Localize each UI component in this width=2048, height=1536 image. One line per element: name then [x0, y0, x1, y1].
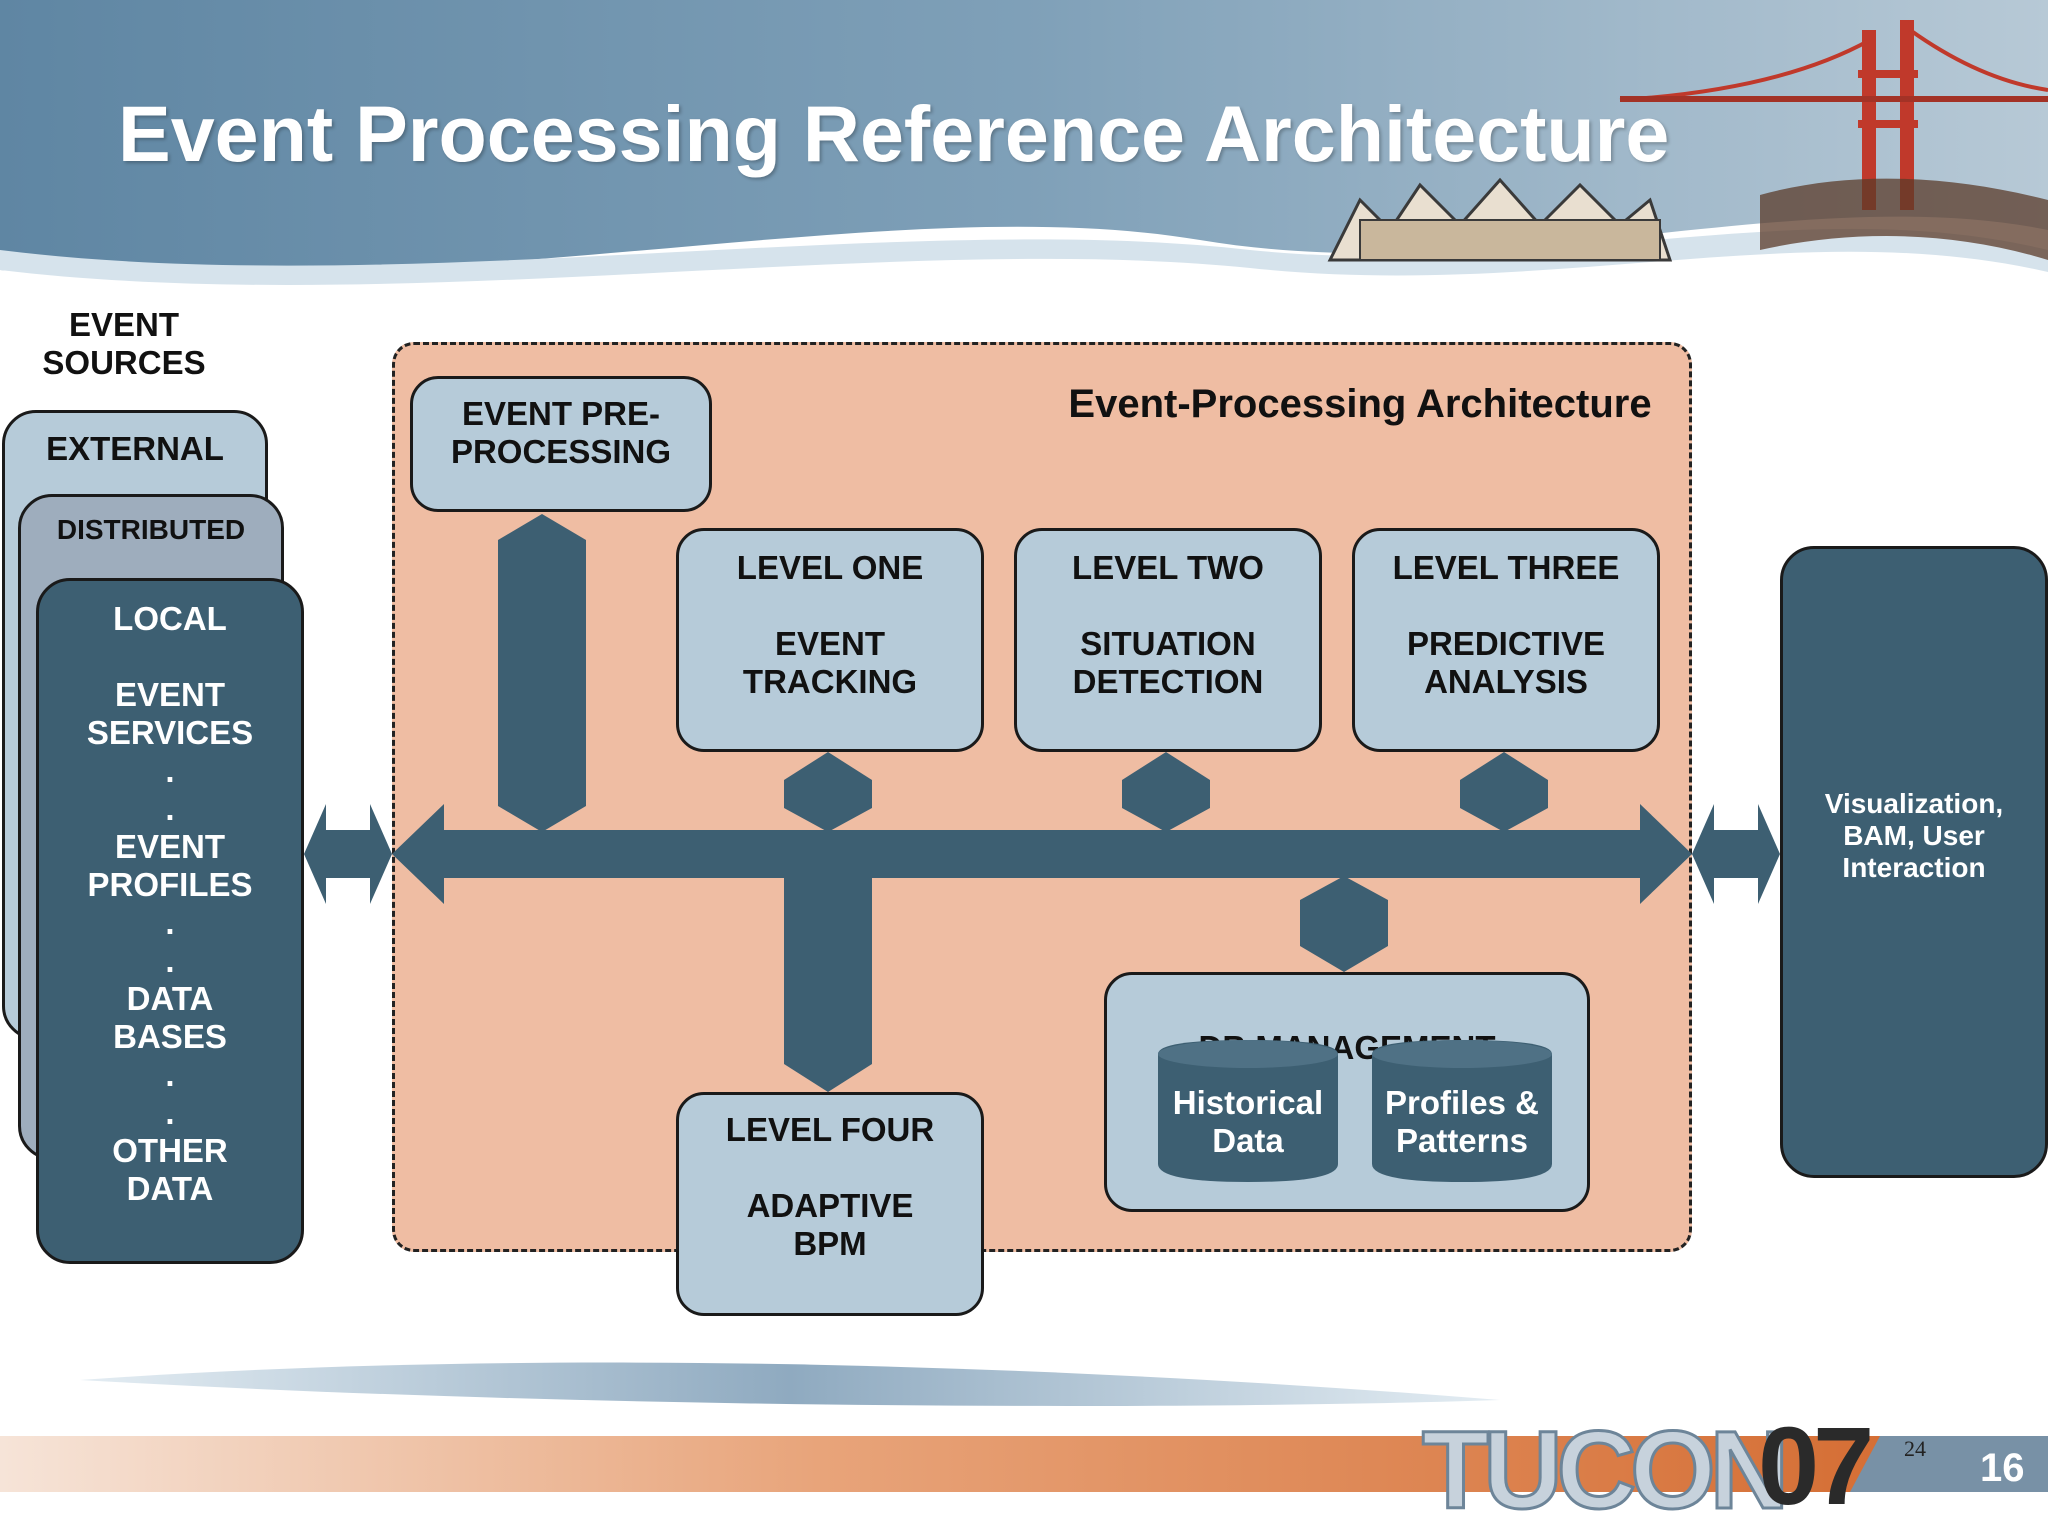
database-cylinders	[1158, 1040, 1552, 1182]
visualization-box	[1780, 546, 2048, 1178]
level-three-connector	[1460, 752, 1548, 832]
level-two-connector	[1122, 752, 1210, 832]
event-bus-arrow	[392, 804, 1692, 904]
architecture-title: Event-Processing Architecture	[1068, 382, 1652, 426]
level-four-connector	[784, 876, 872, 1092]
sources-link-arrow	[304, 804, 392, 904]
page-number: 16	[1980, 1446, 2025, 1490]
tucon-logo-year: 07	[1758, 1405, 1874, 1528]
local-sources-label: LOCAL EVENT SERVICES . . EVENT PROFILES …	[86, 600, 254, 1207]
slide-title: Event Processing Reference Architecture	[118, 89, 1670, 178]
external-label: EXTERNAL	[46, 430, 224, 467]
tucon-logo: TUCON	[1420, 1409, 1790, 1532]
profiles-patterns-cylinder-icon	[1372, 1040, 1552, 1182]
pre-processing-connector	[498, 514, 586, 832]
golden-gate-bridge-icon	[1619, 20, 2048, 210]
level-two-box: LEVEL TWO SITUATION DETECTION	[1014, 528, 1322, 752]
historical-data-cylinder-icon	[1158, 1040, 1338, 1182]
level-one-connector	[784, 752, 872, 832]
distributed-label: DISTRIBUTED	[56, 514, 246, 545]
event-pre-processing-box: EVENT PRE- PROCESSING	[410, 376, 712, 512]
db-management-connector	[1300, 876, 1388, 972]
local-sources-card	[36, 578, 304, 1264]
historical-data-label: Historical Data	[1172, 1084, 1324, 1159]
level-three-box: LEVEL THREE PREDICTIVE ANALYSIS	[1352, 528, 1660, 752]
visualization-label: Visualization, BAM, User Interaction	[1824, 788, 2004, 883]
header-banner	[0, 0, 2048, 285]
corner-number: 24	[1904, 1436, 1926, 1461]
victorian-houses-icon	[1327, 177, 1673, 262]
output-link-arrow	[1692, 804, 1780, 904]
level-one-box: LEVEL ONE EVENT TRACKING	[676, 528, 984, 752]
level-four-box: LEVEL FOUR ADAPTIVE BPM	[676, 1092, 984, 1316]
footer-band	[0, 1362, 2048, 1492]
event-sources-title: EVENT SOURCES	[42, 306, 206, 381]
profiles-patterns-label: Profiles & Patterns	[1384, 1084, 1540, 1159]
